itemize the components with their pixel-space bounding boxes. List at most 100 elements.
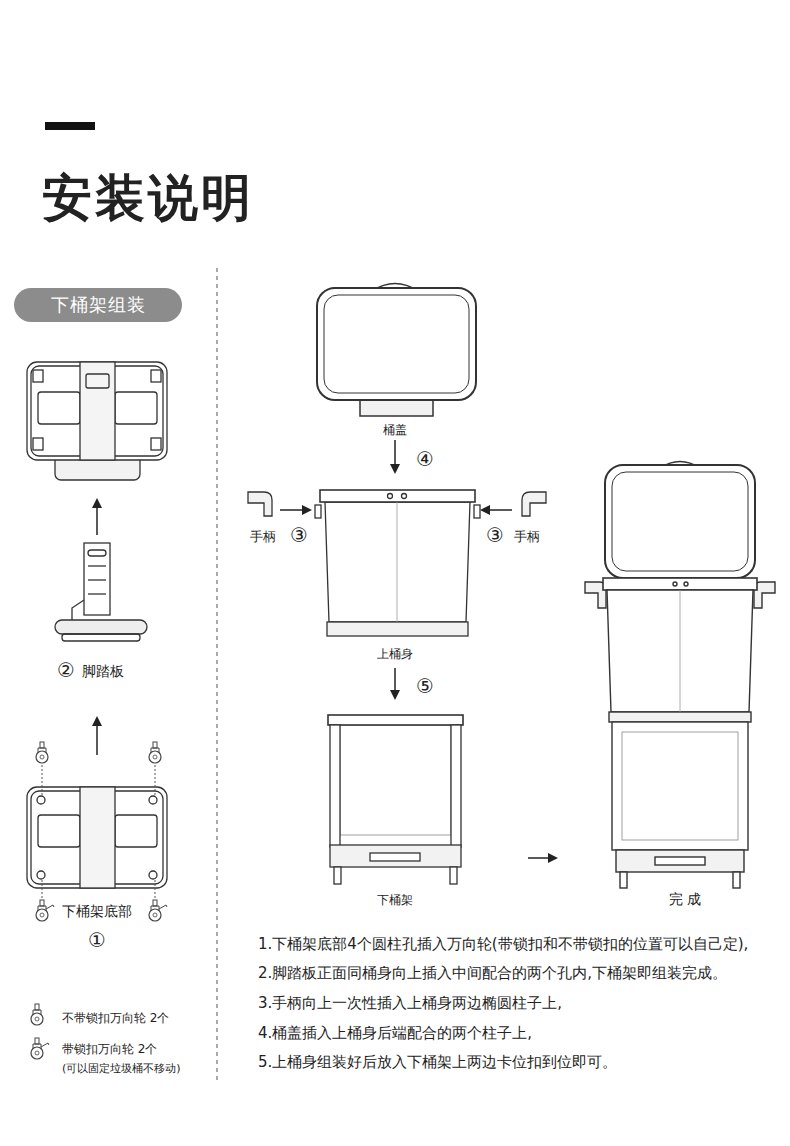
label-wrap: ①	[88, 928, 106, 952]
upper-bucket	[315, 490, 480, 636]
lower-frame-bottom-view	[27, 787, 167, 888]
lower-frame-bottom-view	[37, 871, 45, 879]
caster-wheel	[31, 1038, 49, 1059]
label-wrap: 脚踏板	[82, 661, 124, 680]
step-arrow	[480, 505, 490, 515]
upper-bucket	[388, 494, 393, 499]
bucket-lid	[324, 295, 469, 393]
foot-pedal	[88, 593, 106, 594]
completed-bin	[612, 722, 748, 850]
upper-bucket	[402, 494, 407, 499]
label-wrap: (可以固定垃圾桶不移动)	[62, 1057, 181, 1076]
step-arrow	[302, 505, 312, 515]
handle	[248, 492, 272, 516]
upper-bucket	[474, 505, 480, 518]
instruction-note: 1.下桶架底部4个圆柱孔插入万向轮(带锁扣和不带锁扣的位置可以自己定),	[258, 935, 748, 953]
callout-number: ①	[88, 928, 106, 952]
foot-pedal	[62, 634, 140, 641]
completed-bin	[733, 872, 740, 888]
legend-item: 带锁扣万向轮 2个	[62, 1038, 157, 1057]
lower-frame-top-view	[33, 438, 43, 450]
callout-number: ③	[486, 523, 504, 547]
step-arrow	[96, 506, 98, 535]
step-arrow	[390, 690, 400, 700]
step-arrow	[528, 857, 550, 859]
instruction-note: 5.上桶身组装好后放入下桶架上两边卡位扣到位即可。	[258, 1053, 617, 1071]
completed-bin	[620, 872, 627, 888]
upper-bucket	[315, 505, 321, 518]
lower-frame	[370, 853, 420, 861]
callout-number: ②	[57, 658, 75, 682]
completed-bin	[605, 465, 755, 578]
upper-bucket	[397, 502, 398, 622]
foot-pedal	[55, 543, 147, 641]
completed-bin	[607, 590, 753, 712]
lower-frame	[451, 725, 461, 847]
lower-frame	[450, 867, 457, 884]
step-arrow	[92, 498, 102, 508]
lower-frame-top-view	[38, 392, 80, 424]
lower-frame	[334, 867, 341, 884]
lower-frame-bottom-view	[149, 871, 157, 879]
lower-frame-top-view	[33, 370, 43, 382]
step-arrow	[280, 509, 304, 511]
lower-frame-top-view	[80, 362, 115, 460]
badge-text: 下桶架组装	[51, 294, 146, 316]
upper-bucket	[325, 502, 470, 622]
title-wrap: 安装说明	[42, 168, 254, 228]
label-wrap: ④	[416, 447, 434, 471]
caster-guide	[42, 765, 43, 795]
callout-number: ③	[290, 523, 308, 547]
part-name: 上桶身	[377, 647, 413, 661]
lower-frame-bottom-view	[27, 787, 167, 888]
caster-wheel	[149, 742, 161, 763]
label-wrap: 1.下桶架底部4个圆柱孔插入万向轮(带锁扣和不带锁扣的位置可以自己定),	[258, 934, 748, 953]
caster-guide	[42, 880, 43, 898]
callout-number: ④	[416, 447, 434, 471]
label-wrap: ②	[57, 658, 75, 682]
completed-bin	[684, 582, 688, 586]
foot-pedal	[55, 620, 147, 634]
completed-bin	[609, 712, 751, 722]
label-wrap: 下桶架	[377, 889, 413, 908]
instruction-note: 4.桶盖插入上桶身后端配合的两个柱子上,	[258, 1024, 532, 1042]
label-wrap: ③	[290, 523, 308, 547]
section-badge: 下桶架组装	[14, 288, 182, 322]
lower-frame	[330, 725, 340, 847]
completed-bin	[616, 850, 744, 872]
label-wrap: 完 成	[669, 889, 701, 908]
caster-guide	[155, 880, 156, 898]
upper-bucket	[327, 622, 468, 636]
label-wrap: 4.桶盖插入上桶身后端配合的两个柱子上,	[258, 1023, 532, 1042]
label-wrap: 上桶身	[377, 643, 413, 662]
completed-bin	[622, 732, 738, 840]
label-wrap: ③	[486, 523, 504, 547]
label-wrap: ⑤	[416, 674, 434, 698]
step-arrow	[488, 509, 512, 511]
legend-note: (可以固定垃圾桶不移动)	[62, 1062, 181, 1075]
caster-wheel	[36, 900, 54, 921]
label-wrap: 3.手柄向上一次性插入上桶身两边椭圆柱子上,	[258, 993, 562, 1012]
divider	[217, 268, 218, 1080]
handle	[522, 492, 546, 516]
completed-bin	[680, 590, 681, 712]
part-name: 手柄	[514, 529, 540, 545]
caster-wheel	[149, 900, 167, 921]
lower-frame	[340, 725, 451, 835]
foot-pedal	[88, 550, 106, 556]
step-arrow	[390, 464, 400, 474]
lower-frame-bottom-view	[80, 787, 115, 888]
callout-number: ⑤	[416, 674, 434, 698]
foot-pedal	[88, 565, 106, 566]
step-arrow	[548, 853, 558, 863]
part-name: 下桶架	[377, 893, 413, 907]
legend-item: 不带锁扣万向轮 2个	[62, 1007, 169, 1026]
part-name: 下桶架底部	[62, 903, 132, 920]
lower-frame-bottom-view	[115, 815, 157, 847]
completed-bin	[585, 462, 775, 889]
lower-frame-top-view	[151, 438, 161, 450]
completed-bin	[673, 582, 677, 586]
lower-frame-top-view	[151, 370, 161, 382]
lower-frame-top-view	[27, 362, 167, 480]
lower-frame-bottom-view	[149, 796, 157, 804]
